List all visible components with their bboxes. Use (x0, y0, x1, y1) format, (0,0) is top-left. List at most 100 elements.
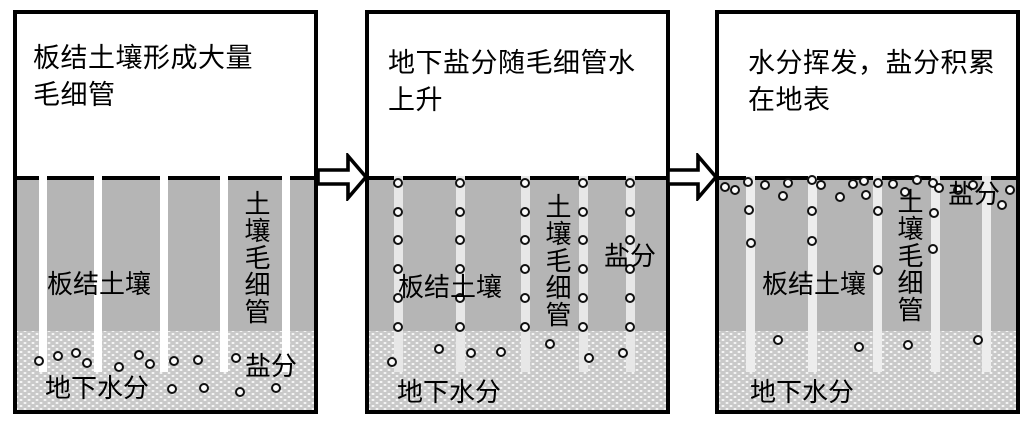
capillaries-and-salt-dots (369, 14, 666, 410)
label-compacted-soil: 板结土壤 (398, 272, 503, 302)
salt-particle (807, 175, 817, 185)
salt-particle (973, 335, 983, 345)
capillary-tube (160, 176, 168, 372)
salt-particle (145, 359, 155, 369)
panel-title: 板结土壤形成大量 毛细管 (33, 40, 253, 114)
capillary-tube (39, 176, 47, 372)
salt-particle (455, 178, 465, 188)
salt-particle (584, 353, 594, 363)
label-groundwater: 地下水分 (750, 377, 855, 407)
salt-particle (114, 362, 124, 372)
panel-capillary-formation: 板结土壤形成大量 毛细管 板结土壤 土壤毛细管 盐分 地下水分 (13, 10, 318, 414)
salt-particle (231, 353, 241, 363)
salt-particle (455, 207, 465, 217)
salt-particle (520, 207, 530, 217)
panel-salt-accumulation: 水分挥发，盐分积累 在地表 板结土壤 土壤毛细管 盐分 地下水分 (715, 10, 1020, 414)
salt-particle (618, 348, 628, 358)
salt-particle (625, 207, 635, 217)
label-compacted-soil: 板结土壤 (762, 269, 867, 299)
salt-particle (861, 190, 871, 200)
salt-particle (520, 264, 530, 274)
salt-particle (393, 322, 403, 332)
salt-particle (903, 340, 913, 350)
label-soil-capillary: 土壤毛细管 (894, 188, 924, 323)
label-groundwater: 地下水分 (397, 377, 502, 407)
panel-title-line: 板结土壤形成大量 (33, 43, 253, 73)
label-salt: 盐分 (245, 351, 298, 381)
salt-particle (466, 348, 476, 358)
salt-particle (71, 348, 81, 358)
salt-particle (393, 207, 403, 217)
salt-particle (235, 387, 245, 397)
salt-particle (746, 238, 756, 248)
salt-particle (783, 178, 793, 188)
salt-particle (625, 293, 635, 303)
salt-particle (520, 322, 530, 332)
salt-particle (873, 178, 883, 188)
capillary-tube (94, 176, 102, 372)
panel-title-line: 水分挥发，盐分积累 (748, 48, 996, 78)
salt-particle (743, 177, 753, 187)
salt-particle (968, 180, 978, 190)
salt-particle (82, 358, 92, 368)
salt-particle (578, 293, 588, 303)
salt-particle (199, 383, 209, 393)
salt-particle (271, 383, 281, 393)
salt-particle (520, 293, 530, 303)
salt-particle (873, 206, 883, 216)
right-arrow-icon (666, 153, 718, 201)
capillary-tube (220, 176, 228, 372)
salt-particle (455, 264, 465, 274)
capillary-tube (520, 176, 530, 372)
salt-particle (854, 342, 864, 352)
salt-particle (455, 235, 465, 245)
salt-particle (578, 207, 588, 217)
panel-title: 地下盐分随毛细管水 上升 (388, 45, 636, 119)
soil-layer (369, 176, 666, 410)
salt-particle (434, 344, 444, 354)
salt-particle (578, 322, 588, 332)
capillary-tube (393, 176, 403, 372)
label-groundwater: 地下水分 (45, 373, 150, 403)
label-compacted-soil: 板结土壤 (47, 269, 152, 299)
salt-particle (929, 208, 939, 218)
salt-particle (393, 178, 403, 188)
salt-particle (778, 191, 788, 201)
capillary-tube (981, 176, 991, 372)
salt-particle (393, 293, 403, 303)
salt-particle (455, 293, 465, 303)
salt-particle (1005, 185, 1015, 195)
capillaries-and-salt-dots (719, 14, 1016, 410)
salt-particle (773, 335, 783, 345)
salt-particle (34, 356, 44, 366)
salt-particle (625, 235, 635, 245)
salt-particle (578, 178, 588, 188)
salt-particle (193, 355, 203, 365)
soil-layer (719, 176, 1016, 410)
capillaries-and-salt-dots (17, 14, 314, 410)
capillary-tube (282, 176, 290, 372)
salt-particle (167, 384, 177, 394)
salt-particle (888, 179, 898, 189)
salt-particle (393, 264, 403, 274)
salt-particle (387, 357, 397, 367)
salt-particle (496, 347, 506, 357)
salt-particle (744, 205, 754, 215)
groundwater-layer (719, 331, 1016, 410)
salt-particle (53, 351, 63, 361)
salt-particle (873, 265, 883, 275)
salt-particle (807, 206, 817, 216)
right-arrow-icon (316, 153, 368, 201)
salt-particle (625, 178, 635, 188)
label-soil-capillary: 土壤毛细管 (241, 190, 271, 325)
salt-particle (848, 179, 858, 189)
salt-particle (912, 175, 922, 185)
salt-particle (545, 339, 555, 349)
capillary-tube (930, 176, 940, 372)
salt-particle (835, 192, 845, 202)
salt-particle (134, 350, 144, 360)
salt-particle (169, 356, 179, 366)
salt-particle (934, 183, 944, 193)
salt-particle (760, 180, 770, 190)
